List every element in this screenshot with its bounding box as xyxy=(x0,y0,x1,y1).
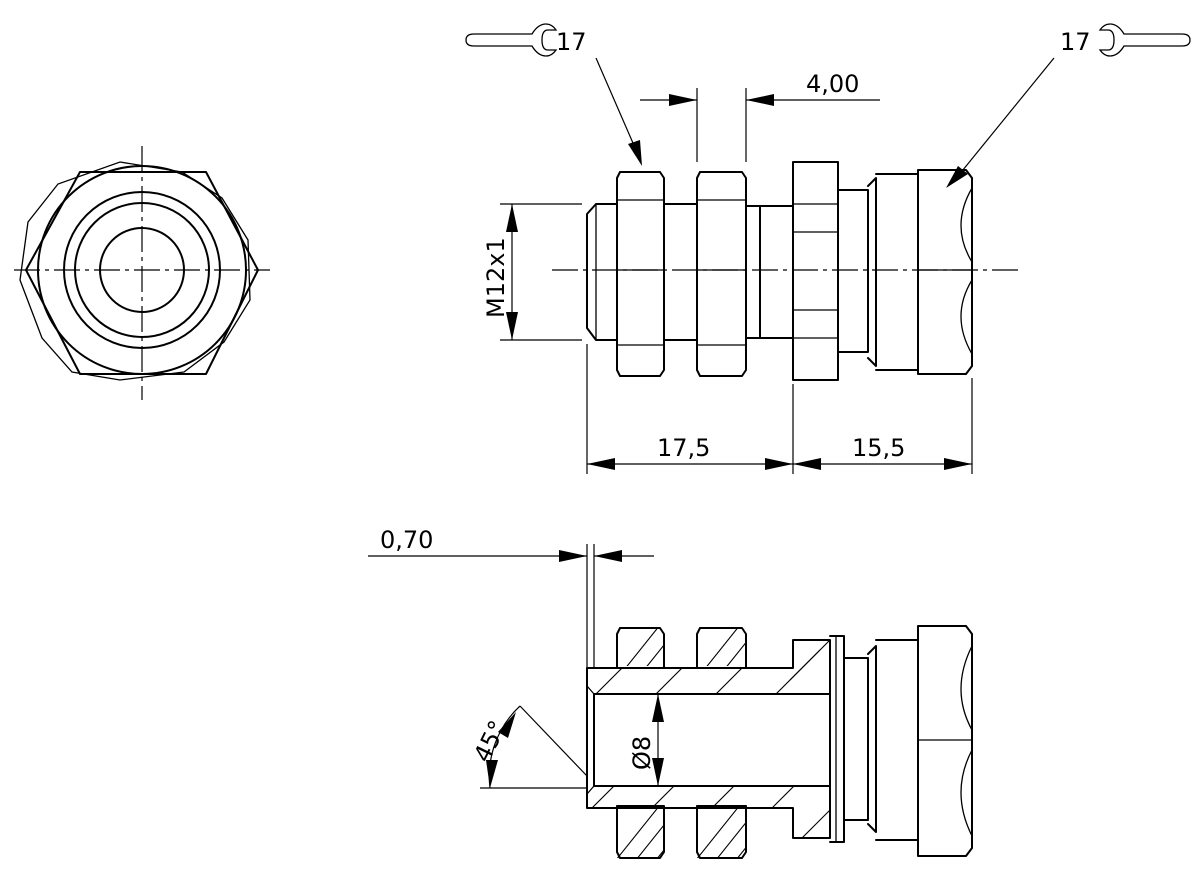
leader-line xyxy=(595,57,637,151)
lock-nut-1 xyxy=(616,171,665,377)
dim-label-thread: M12x1 xyxy=(482,237,510,318)
angle-arrow xyxy=(486,760,498,788)
end-view-outer-hex xyxy=(19,161,251,381)
dim-label-chamfer-depth: 0,70 xyxy=(380,526,433,554)
big-hex-flange xyxy=(875,173,919,371)
section-big-hex-flange xyxy=(875,639,919,841)
dim-arrow xyxy=(506,312,518,340)
dim-arrow xyxy=(594,550,622,562)
leader-arrow xyxy=(628,140,642,166)
hatch-body xyxy=(587,640,830,694)
hatch-nut xyxy=(697,628,746,666)
wrench-icon xyxy=(465,23,558,57)
section-view: 0,70 Ø8 45° xyxy=(368,526,973,859)
big-hex-chamfer xyxy=(960,645,973,731)
side-view: 4,00 M12x1 17,5 15,5 17 17 xyxy=(465,23,1191,474)
lock-nut-2 xyxy=(696,171,747,377)
section-nut-2-bottom xyxy=(696,805,747,859)
hatch-nut xyxy=(617,806,664,858)
angle-arrow xyxy=(498,712,516,738)
dim-arrow xyxy=(746,94,774,106)
collar-hex xyxy=(792,161,839,381)
dim-label-length-left: 17,5 xyxy=(657,434,710,462)
dim-arrow xyxy=(587,458,615,470)
section-groove xyxy=(843,657,869,821)
hatch-nut xyxy=(697,806,746,858)
leader-arrow xyxy=(946,166,968,188)
dim-arrow xyxy=(944,458,972,470)
dim-arrow xyxy=(652,758,664,786)
section-body xyxy=(586,639,831,839)
bore-chamfer-edge xyxy=(586,685,595,695)
section-nut-1-top xyxy=(616,627,665,669)
dim-label-flat-gap: 4,00 xyxy=(806,70,859,98)
dim-arrow xyxy=(669,94,697,106)
dim-label-bore-diameter: Ø8 xyxy=(628,736,656,770)
dim-arrow xyxy=(506,204,518,232)
section-nut-1-bottom xyxy=(616,805,665,859)
big-hex-chamfer xyxy=(960,187,973,263)
hatch-nut xyxy=(617,628,664,666)
big-hex-step xyxy=(867,177,877,367)
angle-extension xyxy=(519,705,588,777)
wrench-size-left: 17 xyxy=(556,28,587,56)
dim-arrow xyxy=(559,550,587,562)
big-hex xyxy=(917,169,973,375)
groove xyxy=(837,189,869,353)
dim-arrow xyxy=(793,458,821,470)
neck xyxy=(745,205,761,339)
big-hex-chamfer xyxy=(960,279,973,355)
wrench-size-right: 17 xyxy=(1060,28,1091,56)
big-hex-chamfer xyxy=(960,749,973,837)
section-big-hex xyxy=(917,625,973,857)
leader-line xyxy=(957,57,1055,177)
dim-arrow xyxy=(652,694,664,722)
section-step xyxy=(867,645,877,833)
bore-chamfer-edge xyxy=(586,785,595,795)
dim-arrow xyxy=(765,458,793,470)
section-flange xyxy=(829,635,845,843)
end-view xyxy=(14,146,270,400)
dim-label-length-right: 15,5 xyxy=(852,434,905,462)
wrench-icon xyxy=(1098,23,1191,57)
thread-shank xyxy=(586,203,618,341)
